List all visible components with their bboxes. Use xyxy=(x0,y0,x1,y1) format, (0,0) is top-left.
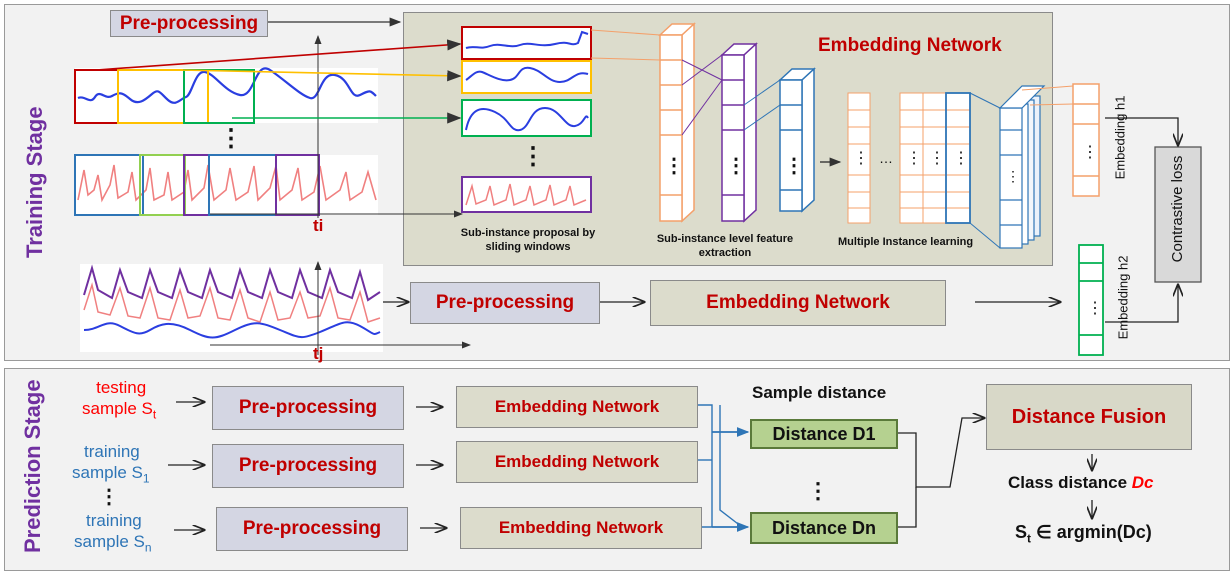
training1-sub: 1 xyxy=(142,471,150,486)
argmin-text: ∈ argmin(Dc) xyxy=(1031,522,1152,542)
training1-line2-text: sample S xyxy=(72,463,143,482)
dots-orange-col: ⋮ xyxy=(664,155,684,177)
testing-sub: t xyxy=(152,407,157,422)
embedding-h2-column xyxy=(1078,244,1104,356)
signal-strip-combined xyxy=(80,264,383,352)
pred-preprocessing-2: Pre-processing xyxy=(212,444,404,488)
mil-grid-left xyxy=(847,92,871,224)
mil-stack-block xyxy=(998,85,1046,249)
proposal-yellow xyxy=(461,60,592,94)
arrow-h1-to-loss xyxy=(1105,117,1178,145)
preprocessing-bottom-box: Pre-processing xyxy=(410,282,600,324)
dots-h1: ⋮ xyxy=(1082,144,1098,161)
signal-strip-pink xyxy=(75,155,378,215)
arrow-h2-to-loss xyxy=(1105,285,1178,323)
embedding-network-title: Embedding Network xyxy=(818,35,1002,56)
pred-preprocessing-1: Pre-processing xyxy=(212,386,404,430)
dots-blue-col: ⋮ xyxy=(784,155,804,177)
link-to-h1-top xyxy=(1021,85,1074,91)
argmin-sub: t xyxy=(1027,531,1032,546)
distance-fusion-box: Distance Fusion xyxy=(986,384,1192,450)
tj-label: tj xyxy=(313,344,324,363)
training1-line2: sample S1 xyxy=(72,462,150,489)
dn-to-junction xyxy=(898,487,917,528)
arrow-yellow-window xyxy=(179,69,462,82)
trainingn-line2-text: sample S xyxy=(74,532,145,551)
dots-h2: ⋮ xyxy=(1087,300,1103,317)
window-yellow xyxy=(117,69,209,124)
embedding-bottom-box: Embedding Network xyxy=(650,280,946,326)
ti-label: ti xyxy=(313,216,324,235)
class-distance-label: Class distance Dc xyxy=(1008,473,1154,493)
pred-embedding-2: Embedding Network xyxy=(456,441,698,483)
feature-column-blue xyxy=(778,67,816,213)
feature-column-orange xyxy=(658,22,696,223)
trainingn-line2: sample Sn xyxy=(74,531,152,558)
sample-distance-label: Sample distance xyxy=(752,383,887,402)
training1-sample-label: training sample S1 xyxy=(72,441,150,489)
dots-mil-right-2: ⋮ xyxy=(929,150,945,167)
testing-sample-label: testing sample St xyxy=(82,377,156,425)
embedding-h1-label: Embedding h1 xyxy=(1112,95,1128,180)
proposal-green xyxy=(461,99,592,137)
class-distance-var: Dc xyxy=(1131,473,1154,492)
testing-line1: testing xyxy=(96,378,147,397)
arrow-red-window xyxy=(95,39,462,71)
mil-link-bottom xyxy=(969,222,1001,249)
window-purple-b xyxy=(275,154,320,216)
argmin-s: S xyxy=(1015,522,1028,542)
trainingn-sub: n xyxy=(144,540,152,555)
dots-samples: ⋮ xyxy=(99,486,119,508)
dots-signal: ⋮ xyxy=(219,125,243,152)
dots-mil-right-3: ⋮ xyxy=(953,150,969,167)
dots-mil-right-1: ⋮ xyxy=(906,150,922,167)
class-distance-text: Class distance xyxy=(1008,473,1132,492)
link-to-h1-mid xyxy=(1029,103,1074,106)
mil-link-top xyxy=(969,92,1001,109)
dots-distance: ⋮ xyxy=(807,478,829,503)
dots-mil-left: ⋮ xyxy=(853,150,869,167)
dots-proposals: ⋮ xyxy=(521,143,545,170)
contrastive-loss-label: Contrastive loss xyxy=(1169,154,1187,264)
caption-sliding-windows: Sub-instance proposal by sliding windows xyxy=(460,227,596,253)
dots-purple-col: ⋮ xyxy=(726,155,746,177)
signal-strip-blue xyxy=(75,67,378,123)
window-green xyxy=(183,69,255,124)
d1-to-junction xyxy=(898,432,932,488)
embedding-to-distance-connectors xyxy=(697,404,743,528)
argmin-label: St ∈ argmin(Dc) xyxy=(1015,522,1152,546)
contrastive-loss-text: Contrastive loss xyxy=(1169,155,1186,263)
pred-preprocessing-3: Pre-processing xyxy=(216,507,408,551)
trainingn-line1: training xyxy=(86,511,142,530)
embedding-h2-label: Embedding h2 xyxy=(1115,255,1131,340)
arrow-to-fusion xyxy=(932,418,984,488)
distance-dn-box: Distance Dn xyxy=(750,512,898,544)
dots-mil-between: … xyxy=(879,150,893,166)
caption-mil: Multiple Instance learning xyxy=(838,236,974,248)
proposal-purple xyxy=(461,176,592,213)
contrastive-loss-box xyxy=(1154,146,1202,283)
mil-highlight-column xyxy=(945,92,971,224)
pred-embedding-3: Embedding Network xyxy=(460,507,702,549)
caption-feature-extraction: Sub-instance level feature extraction xyxy=(656,233,794,259)
embedding-h1-column xyxy=(1072,83,1100,197)
mil-grid-right xyxy=(899,92,971,224)
testing-line2-text: sample S xyxy=(82,399,153,418)
testing-line2: sample St xyxy=(82,398,156,425)
distance-d1-box: Distance D1 xyxy=(750,419,898,449)
training1-line1: training xyxy=(84,442,140,461)
proposal-red xyxy=(461,26,592,60)
window-blue xyxy=(74,154,144,216)
preprocessing-top-box: Pre-processing xyxy=(110,10,268,37)
feature-column-purple xyxy=(720,42,758,223)
pred-embedding-1: Embedding Network xyxy=(456,386,698,428)
proposal-to-feature-lines xyxy=(590,29,781,136)
dots-mil-stack: ⋮ xyxy=(1006,168,1020,184)
trainingn-sample-label: training sample Sn xyxy=(74,510,152,558)
